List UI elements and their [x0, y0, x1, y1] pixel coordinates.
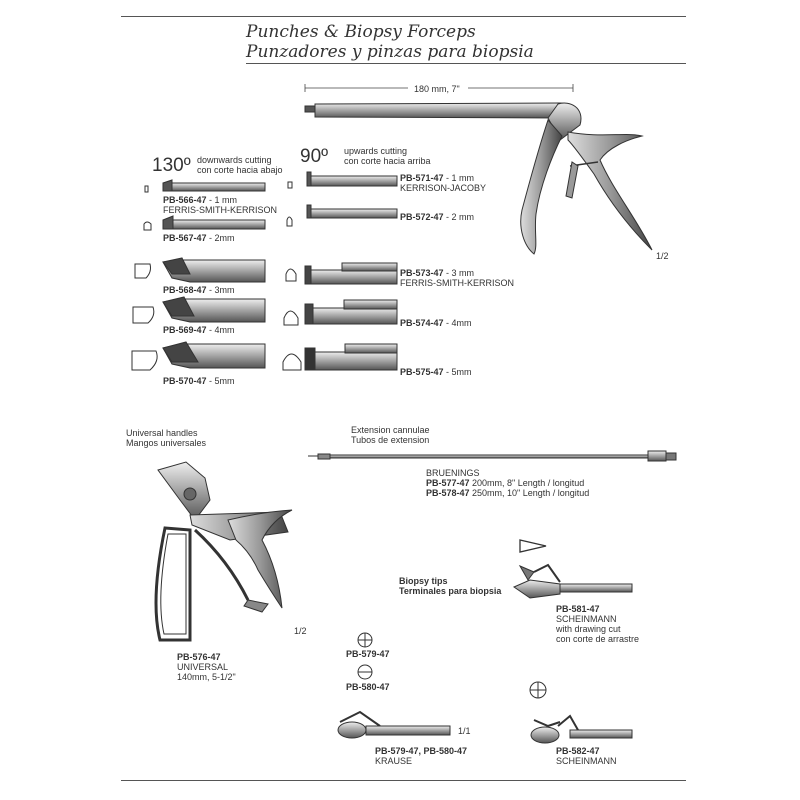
krause-code: PB-579-47, PB-580-47: [375, 746, 468, 756]
upward-angle: 90º: [300, 146, 329, 167]
main-length-label: 180 mm, 7": [414, 84, 460, 94]
top-rule: [121, 16, 686, 17]
upward-item-1: PB-571-47 - 1 mm: [400, 173, 475, 183]
biopsy-tips-title-es: Terminales para biopsia: [399, 586, 502, 596]
upward-item-2: PB-572-47 - 2 mm: [400, 212, 475, 222]
krause-name: KRAUSE: [375, 756, 413, 766]
krause-scale: 1/1: [458, 726, 471, 736]
tip-581-name: SCHEINMANN: [556, 614, 617, 624]
tip-579-code: PB-579-47: [346, 649, 390, 659]
tip-581-line3: con corte de arrastre: [556, 634, 640, 644]
handles-scale: 1/2: [294, 626, 307, 636]
tip-582-code: PB-582-47: [556, 746, 600, 756]
main-scale-label: 1/2: [656, 251, 669, 261]
page-title: Punches & Biopsy Forceps: [246, 22, 476, 42]
upward-item-1-note: KERRISON-JACOBY: [400, 183, 487, 193]
upward-tips: [304, 171, 398, 371]
extension-cannula-drawing: [308, 450, 677, 462]
extension-name: BRUENINGS: [426, 468, 480, 478]
upward-item-4: PB-574-47 - 4mm: [400, 318, 472, 328]
universal-handle-drawing: [154, 461, 293, 642]
extension-item-1: PB-577-47 200mm, 8" Length / longitud: [426, 478, 585, 488]
handles-size: 140mm, 5-1/2": [177, 672, 236, 682]
downward-item-2: PB-567-47 - 2mm: [163, 233, 235, 243]
handles-title-es: Mangos universales: [126, 438, 207, 448]
downward-desc-es: con corte hacia abajo: [197, 165, 283, 175]
extension-title-en: Extension cannulae: [351, 425, 430, 435]
downward-item-5: PB-570-47 - 5mm: [163, 376, 235, 386]
upward-desc-es: con corte hacia arriba: [344, 156, 431, 166]
scheinmann-581-tip-drawing: [512, 563, 633, 599]
downward-desc-en: downwards cutting: [197, 155, 272, 165]
upward-desc-en: upwards cutting: [344, 146, 408, 156]
downward-size-icons: [131, 185, 158, 371]
downward-angle: 130º: [152, 155, 191, 176]
krause-tip-drawing: [337, 710, 451, 739]
handles-title-en: Universal handles: [126, 428, 198, 438]
page-subtitle: Punzadores y pinzas para biopsia: [246, 42, 534, 62]
downward-item-4: PB-569-47 - 4mm: [163, 325, 235, 335]
downward-tips: [162, 179, 266, 369]
tip-582-name: SCHEINMANN: [556, 756, 617, 766]
tip-581-code: PB-581-47: [556, 604, 600, 614]
handles-code: PB-576-47: [177, 652, 221, 662]
upward-size-icons: [282, 181, 302, 371]
extension-item-2: PB-578-47 250mm, 10" Length / longitud: [426, 488, 590, 498]
tip-581-line2: with drawing cut: [556, 624, 621, 634]
tip-glyphs: [357, 539, 547, 699]
tip-580-code: PB-580-47: [346, 682, 390, 692]
kerrison-rongeur-drawing: [304, 102, 653, 255]
dimension-line: [304, 84, 574, 92]
upward-item-3-note: FERRIS-SMITH-KERRISON: [400, 278, 515, 288]
biopsy-tips-title-en: Biopsy tips: [399, 576, 448, 586]
header-rule: [246, 63, 686, 64]
bottom-rule: [121, 780, 686, 781]
upward-item-3: PB-573-47 - 3 mm: [400, 268, 475, 278]
downward-item-1: PB-566-47 - 1 mm: [163, 195, 238, 205]
upward-item-5: PB-575-47 - 5mm: [400, 367, 472, 377]
downward-item-1-note: FERRIS-SMITH-KERRISON: [163, 205, 278, 215]
handles-name: UNIVERSAL: [177, 662, 229, 672]
scheinmann-582-tip-drawing: [530, 714, 633, 744]
extension-title-es: Tubos de extension: [351, 435, 430, 445]
downward-item-3: PB-568-47 - 3mm: [163, 285, 235, 295]
